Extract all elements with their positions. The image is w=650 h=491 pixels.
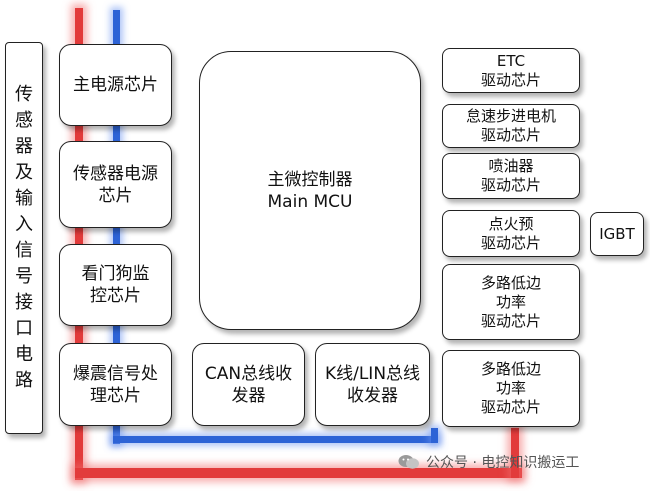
power-bus-right-vertical — [511, 428, 519, 478]
wechat-icon — [398, 455, 419, 469]
mcu-label-en: Main MCU — [267, 191, 353, 212]
sensor-power-chip: 传感器电源 芯片 — [59, 141, 172, 228]
main-mcu-block: 主微控制器 Main MCU — [199, 51, 421, 330]
watermark-text: 公众号 · 电控知识搬运工 — [426, 455, 580, 471]
injector-driver-chip: 喷油器 驱动芯片 — [442, 153, 580, 199]
low-side-power-driver-chip-1: 多路低边 功率 驱动芯片 — [442, 264, 580, 340]
sensor-input-interface-label: 传感器及输入信号接口电路 — [15, 84, 33, 391]
k-lin-transceiver: K线/LIN总线 收发器 — [315, 343, 430, 426]
signal-bus-right-vertical — [431, 428, 438, 443]
power-bus-bottom-horizontal — [75, 468, 522, 478]
signal-bus-bottom-horizontal — [113, 436, 438, 443]
knock-signal-processing-chip: 爆震信号处 理芯片 — [59, 343, 172, 426]
sensor-input-interface-block: 传感器及输入信号接口电路 — [5, 42, 43, 434]
can-transceiver: CAN总线收 发器 — [192, 343, 305, 426]
watermark: 公众号 · 电控知识搬运工 — [398, 452, 579, 472]
mcu-label-cn: 主微控制器 — [267, 169, 353, 190]
main-power-chip: 主电源芯片 — [59, 44, 172, 126]
ignition-predriver-chip: 点火预 驱动芯片 — [442, 210, 580, 257]
low-side-power-driver-chip-2: 多路低边 功率 驱动芯片 — [442, 350, 580, 427]
igbt-block: IGBT — [590, 212, 644, 256]
idle-stepper-motor-driver-chip: 怠速步进电机 驱动芯片 — [442, 104, 580, 148]
etc-driver-chip: ETC 驱动芯片 — [442, 48, 580, 93]
watchdog-monitor-chip: 看门狗监 控芯片 — [59, 244, 172, 326]
